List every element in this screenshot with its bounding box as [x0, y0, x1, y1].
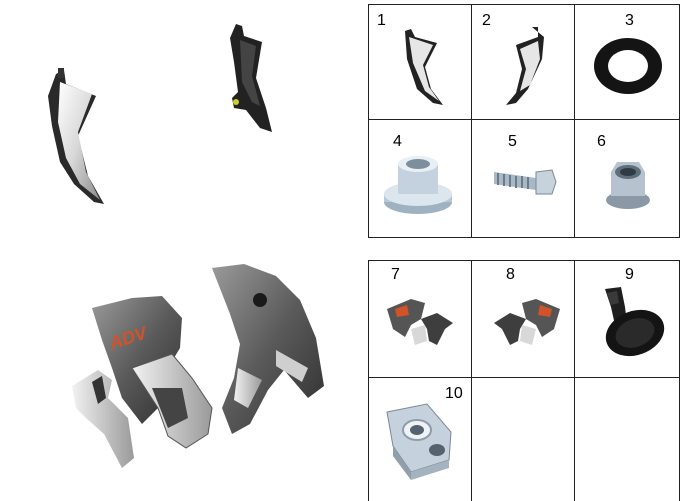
- part-number: 8: [506, 266, 515, 283]
- empty-cell: [575, 378, 680, 501]
- parts-grid-bottom: 7 8 9 10: [368, 260, 680, 501]
- part-cell-2: 2: [472, 5, 575, 120]
- part-cell-1: 1: [369, 5, 472, 120]
- front-fairing-assembly-illustration: ADV: [72, 264, 324, 468]
- left-side-panel-illustration: [48, 68, 104, 204]
- flange-nut-icon: [606, 162, 650, 209]
- right-side-panel-icon: [506, 27, 544, 105]
- part-cell-10: 10: [369, 378, 472, 501]
- parts-grid-top: 1 2 3 4 5: [368, 4, 680, 238]
- part-number: 10: [445, 385, 463, 402]
- washer-icon: [594, 38, 662, 94]
- part-cell-9: 9: [575, 261, 680, 378]
- part-number: 2: [482, 12, 491, 29]
- empty-cell: [472, 378, 575, 501]
- part-number: 6: [597, 133, 606, 150]
- part-cell-3: 3: [575, 5, 680, 120]
- part-number: 1: [377, 12, 386, 29]
- bolt-icon: [494, 169, 557, 195]
- left-front-cowl-icon: [387, 299, 453, 345]
- part-number: 9: [625, 266, 634, 283]
- right-side-panel-illustration: [230, 24, 272, 132]
- part-cell-5: 5: [472, 120, 575, 238]
- right-front-cowl-icon: [494, 299, 560, 345]
- bushing-icon: [384, 156, 452, 214]
- left-side-panel-icon: [405, 29, 443, 105]
- part-cell-7: 7: [369, 261, 472, 378]
- push-rivet-icon: [605, 287, 665, 357]
- u-nut-clip-icon: [386, 403, 452, 480]
- part-number: 7: [391, 266, 400, 283]
- part-cell-6: 6: [575, 120, 680, 238]
- part-cell-8: 8: [472, 261, 575, 378]
- part-number: 5: [508, 133, 517, 150]
- part-cell-4: 4: [369, 120, 472, 238]
- part-number: 3: [625, 12, 634, 29]
- part-number: 4: [393, 133, 402, 150]
- exploded-view-illustration: ADV: [48, 24, 324, 468]
